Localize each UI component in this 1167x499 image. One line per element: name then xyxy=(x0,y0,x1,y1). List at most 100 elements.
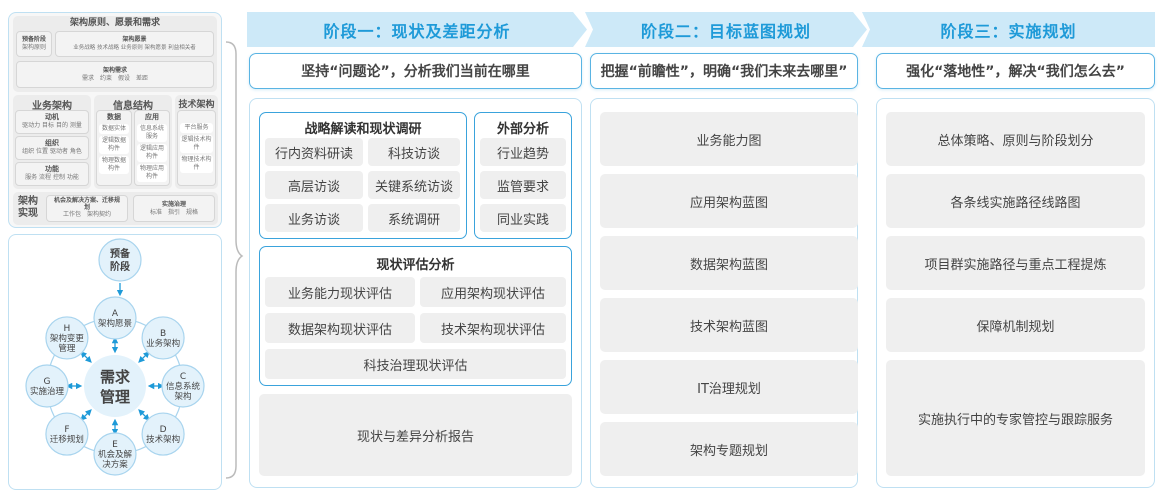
business-block: 组织组织 位置 驱动者 角色 xyxy=(15,136,89,160)
prelim-node xyxy=(98,238,142,282)
phase-label: 机会及解 xyxy=(98,449,133,460)
realization-title: 架构实现 xyxy=(18,196,38,219)
phase-label: 管理 xyxy=(58,343,76,354)
opportunity-items: 工作包 架构契约 xyxy=(62,211,111,218)
research-item: 关键系统访谈 xyxy=(368,171,460,199)
assessment-item: 科技治理现状评估 xyxy=(265,349,566,379)
phase-letter: D xyxy=(160,425,167,435)
block-title: 功能 xyxy=(45,165,59,173)
principles-title: 架构原则、愿景和需求 xyxy=(69,18,160,28)
business-block: 功能服务 流程 控制 功能 xyxy=(15,162,89,186)
prelim-title: 预备阶段 xyxy=(21,36,46,43)
phase-letter: E xyxy=(112,440,118,450)
phase-label: 技术架构 xyxy=(146,434,180,445)
business-title: 业务架构 xyxy=(32,101,72,112)
bracket xyxy=(225,41,244,479)
implementation-item: 实施执行中的专家管控与跟踪服务 xyxy=(886,360,1145,476)
stage-subtitle-2: 把握“前瞻性”，明确“我们未来去哪里” xyxy=(590,53,858,89)
blueprint-item: 架构专题规划 xyxy=(600,422,858,476)
external-title: 外部分析 xyxy=(496,122,549,137)
research-item: 科技访谈 xyxy=(368,138,460,166)
information-title: 信息结构 xyxy=(113,101,153,112)
technology-section: 技术架构 平台服务 逻辑技术构件 物理技术构件 xyxy=(175,95,218,189)
business-section: 业务架构 动机驱动力 目标 目的 测量 组织组织 位置 驱动者 角色 功能服务 … xyxy=(13,95,91,189)
center-circle xyxy=(84,355,146,417)
phase-label: 实施治理 xyxy=(30,386,65,397)
prelim-label: 阶段 xyxy=(110,260,130,273)
vision-items: 业务战略 技术战略 业务原则 架构愿景 利益相关者 xyxy=(73,45,196,51)
stage-panel-1 xyxy=(249,98,582,488)
assessment-item: 技术架构现状评估 xyxy=(420,313,566,343)
prelim-box: 预备阶段 架构原则 xyxy=(16,31,52,57)
phase-node-b xyxy=(141,316,185,360)
stage-header-3: 阶段三：实施规划 xyxy=(862,12,1155,47)
research-item: 行内资料研读 xyxy=(265,138,363,166)
phase-label: 架构愿景 xyxy=(98,318,132,329)
realization-section: 架构实现 机会及解决方案、迁移规划 工作包 架构契约 实施治理 标准 指引 规格 xyxy=(13,192,218,225)
phase-label: 信息系统 xyxy=(166,381,201,392)
data-item: 逻辑数据构件 xyxy=(99,136,129,154)
data-item: 数据实体 xyxy=(99,124,129,134)
block-items: 组织 位置 驱动者 角色 xyxy=(22,148,82,155)
blueprint-item: 业务能力图 xyxy=(600,112,858,166)
phase-label: 业务架构 xyxy=(146,338,180,349)
blueprint-item: IT治理规划 xyxy=(600,360,858,414)
external-item: 监管要求 xyxy=(480,171,566,199)
phase-node-g xyxy=(25,364,69,408)
app-title: 应用 xyxy=(145,113,159,121)
technology-item: 逻辑技术构件 xyxy=(180,135,213,153)
app-item: 物理应用构件 xyxy=(137,164,167,182)
bidirectional-arrow xyxy=(138,409,150,421)
blueprint-item: 应用架构蓝图 xyxy=(600,174,858,228)
research-item: 系统调研 xyxy=(368,204,460,232)
external-item: 同业实践 xyxy=(480,204,566,232)
technology-item: 物理技术构件 xyxy=(180,155,213,173)
togaf-content-panel: 架构原则、愿景和需求 预备阶段 架构原则 架构愿景 业务战略 技术战略 业务原则… xyxy=(8,12,222,228)
governance-items: 标准 指引 规格 xyxy=(149,209,198,216)
blueprint-item: 数据架构蓝图 xyxy=(600,236,858,290)
opportunity-box: 机会及解决方案、迁移规划 工作包 架构契约 xyxy=(46,195,128,222)
phase-letter: G xyxy=(44,377,51,387)
phase-label: 决方案 xyxy=(102,459,128,470)
vision-title: 架构愿景 xyxy=(122,36,147,43)
prelim-label: 预备 xyxy=(110,247,131,260)
stage-header-1: 阶段一：现状及差距分析 xyxy=(247,12,587,47)
app-item: 信息系统服务 xyxy=(137,124,167,142)
external-group: 外部分析 xyxy=(474,112,572,239)
center-label: 需求管理 xyxy=(99,368,130,406)
block-title: 动机 xyxy=(45,113,59,121)
opportunity-title: 机会及解决方案、迁移规划 xyxy=(53,197,120,211)
implementation-item: 项目群实施路径与重点工程提炼 xyxy=(886,236,1145,290)
bidirectional-arrow xyxy=(138,351,150,363)
technology-column: 平台服务 逻辑技术构件 物理技术构件 xyxy=(177,110,216,186)
bidirectional-arrow xyxy=(80,409,92,421)
assessment-item: 业务能力现状评估 xyxy=(265,277,415,307)
gap-analysis-report: 现状与差异分析报告 xyxy=(259,394,572,476)
stage-subtitle-3: 强化“落地性”，解决“我们怎么去” xyxy=(876,53,1155,89)
data-title: 数据 xyxy=(107,113,121,121)
business-block: 动机驱动力 目标 目的 测量 xyxy=(15,110,89,134)
phase-label: 架构 xyxy=(174,391,191,402)
adm-cycle-diagram: 预备阶段A架构愿景B业务架构C信息系统架构D技术架构E机会及解决方案F迁移规划G… xyxy=(25,238,205,476)
phase-letter: F xyxy=(64,425,69,435)
phase-node-d xyxy=(141,412,185,456)
implementation-item: 总体策略、原则与阶段划分 xyxy=(886,112,1145,166)
governance-box: 实施治理 标准 指引 规格 xyxy=(133,195,215,222)
requirements-title: 架构需求 xyxy=(102,67,127,74)
app-item: 逻辑应用构件 xyxy=(137,144,167,162)
external-item: 行业趋势 xyxy=(480,138,566,166)
stage-header-2: 阶段二：目标蓝图规划 xyxy=(585,12,867,47)
principles-section: 架构原则、愿景和需求 预备阶段 架构原则 架构愿景 业务战略 技术战略 业务原则… xyxy=(13,16,217,92)
block-title: 组织 xyxy=(45,139,59,147)
bidirectional-arrow xyxy=(80,351,92,363)
phase-node-f xyxy=(45,412,89,456)
information-section: 信息结构 数据 数据实体 逻辑数据构件 物理数据构件 应用 信息系统服务 逻辑应… xyxy=(94,95,172,189)
implementation-item: 保障机制规划 xyxy=(886,298,1145,352)
blueprint-item: 技术架构蓝图 xyxy=(600,298,858,352)
technology-title: 技术架构 xyxy=(178,100,215,110)
assessment-title: 现状评估分析 xyxy=(376,258,455,273)
assessment-item: 数据架构现状评估 xyxy=(265,313,415,343)
data-column: 数据 数据实体 逻辑数据构件 物理数据构件 xyxy=(96,110,132,186)
technology-item: 平台服务 xyxy=(180,123,213,133)
phase-node-h xyxy=(45,316,89,360)
